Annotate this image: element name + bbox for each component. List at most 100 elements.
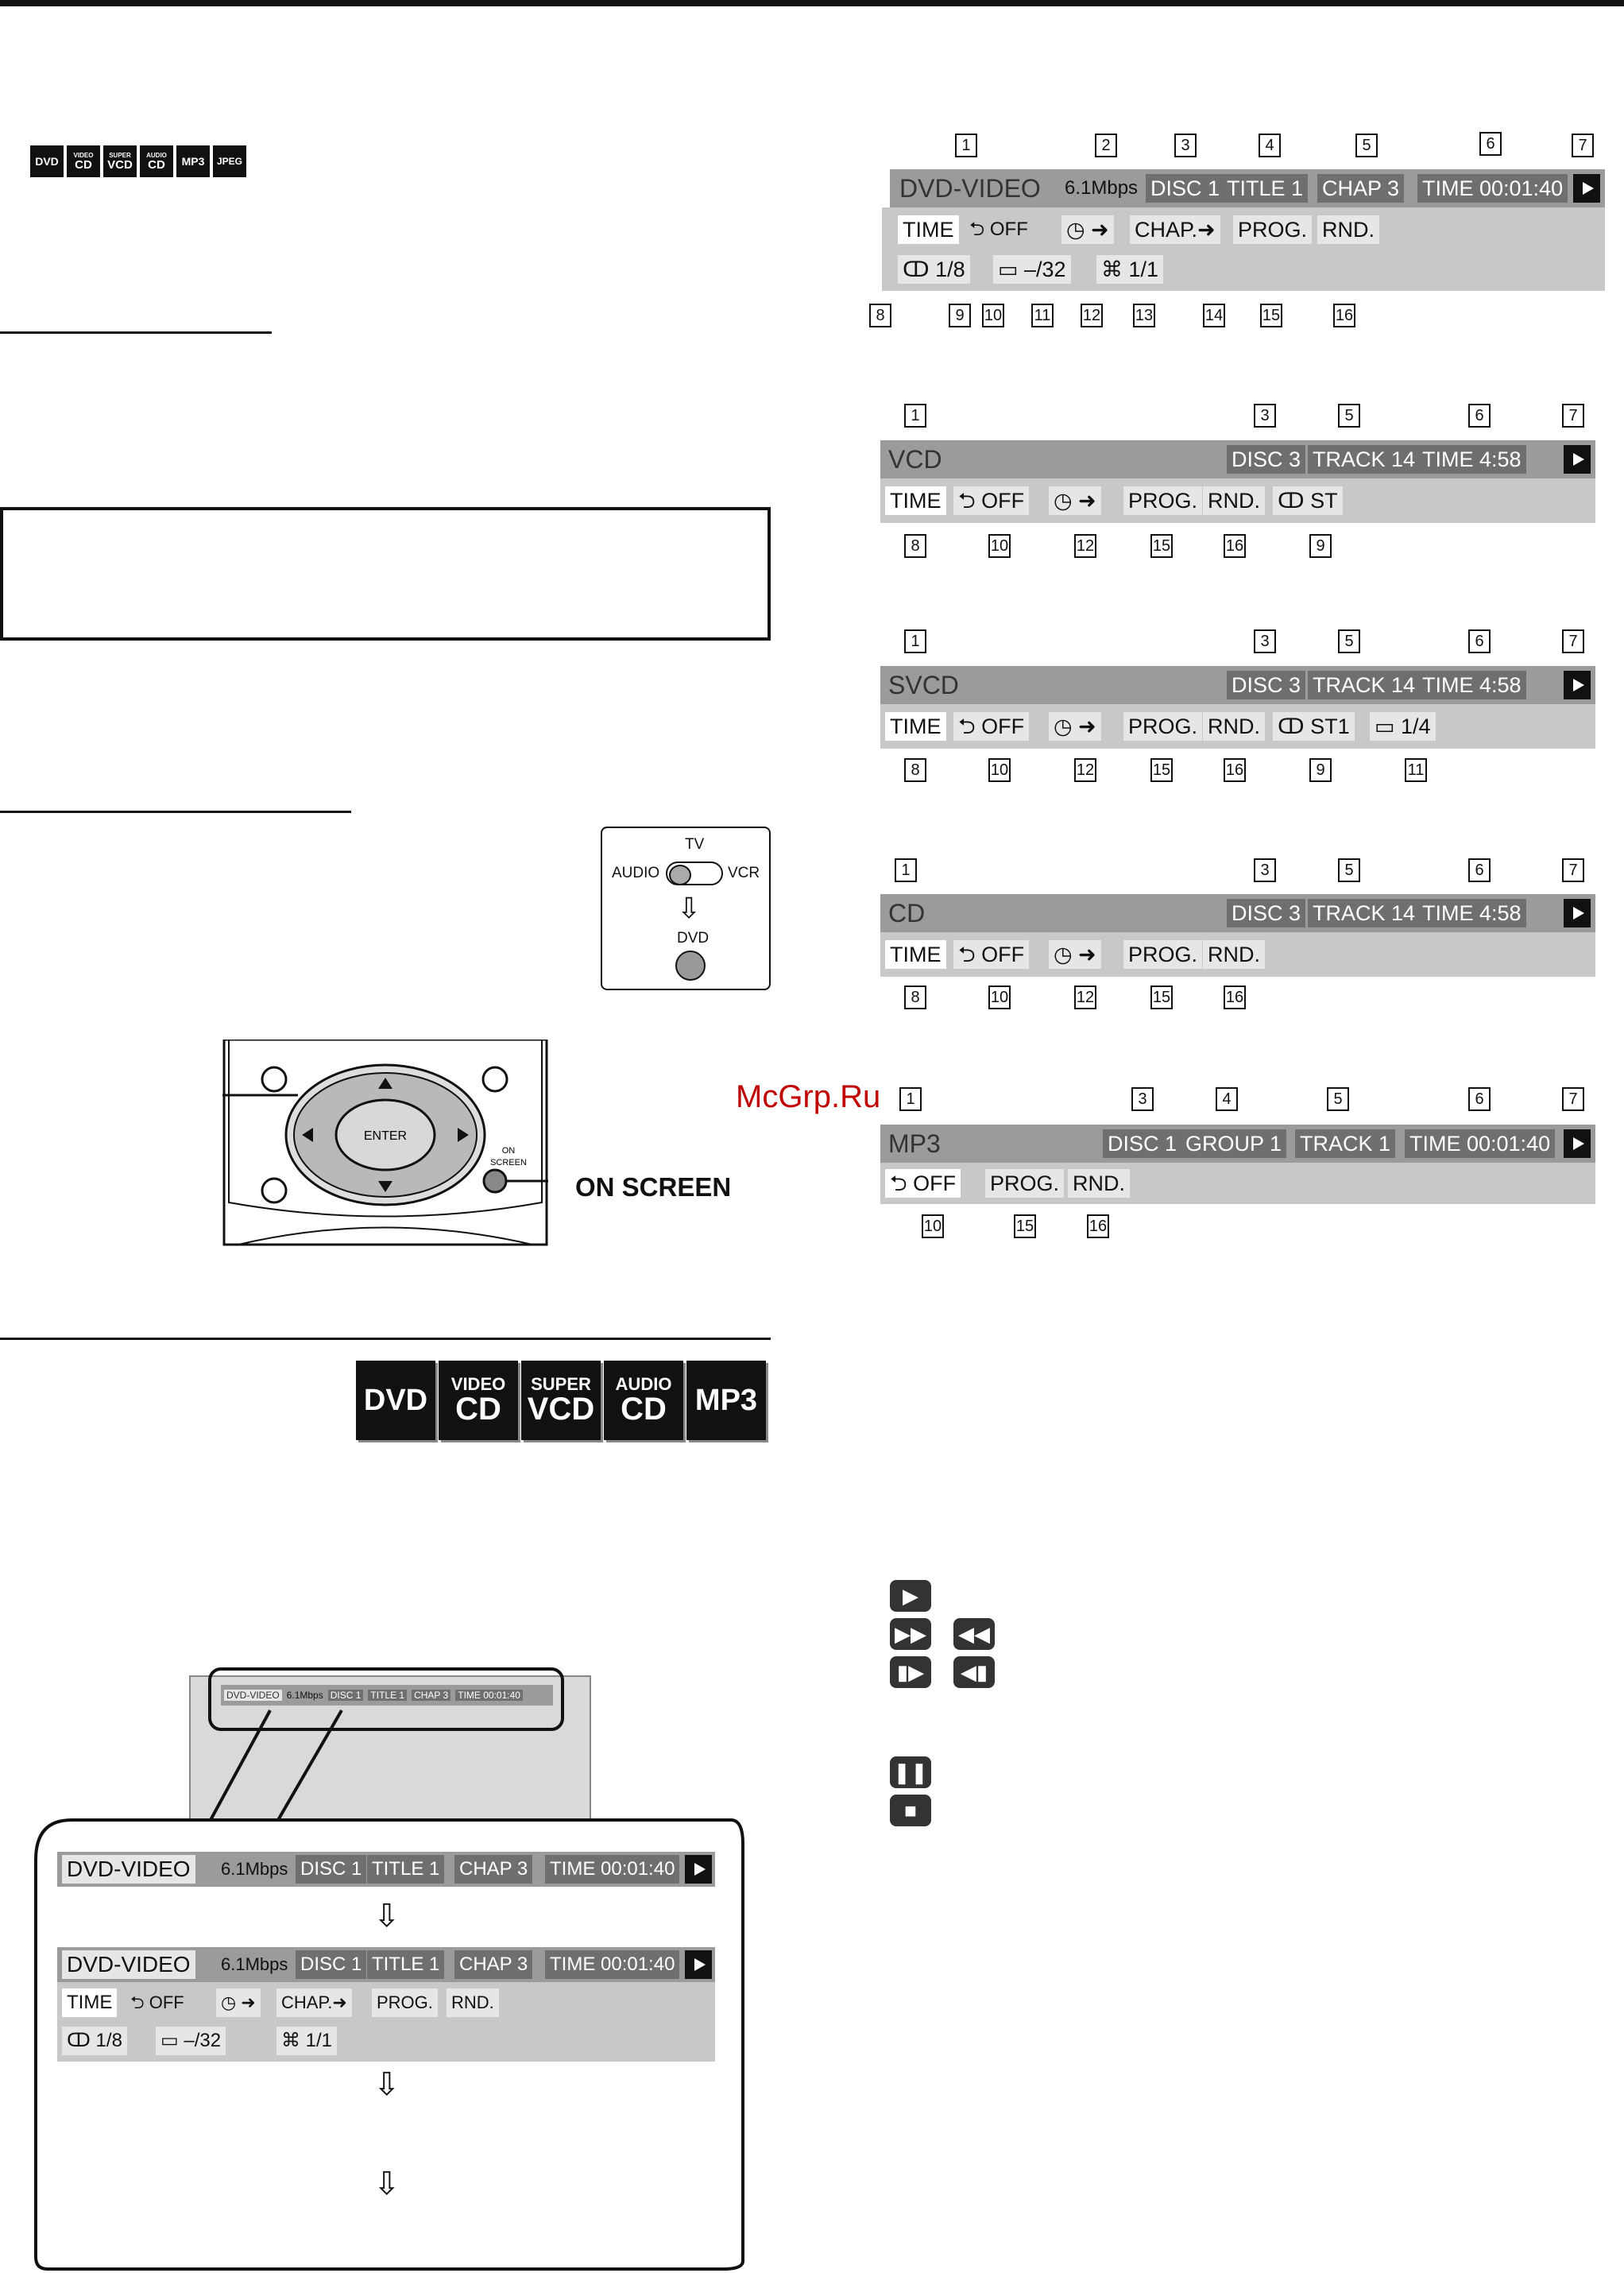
seq-arrow-1: ⇩ [373,1899,400,1934]
tv-dvd-switch-illustration: TV AUDIO VCR ⇩ DVD [601,827,771,990]
callout-13: 13 [1133,304,1155,327]
watermark: McGrp.Ru [736,1079,881,1114]
badge-dvd-large: DVD [356,1361,435,1440]
osd-svcd-status: SVCD DISC 3 TRACK 14 TIME 4:58 [880,666,1595,704]
remote-control-illustration: ENTER ON SCREEN [222,1040,548,1246]
callout-12: 12 [1074,534,1096,558]
callout-11: 11 [1031,304,1054,327]
callout-15: 15 [1014,1214,1036,1238]
fast-forward-icon: ▶▶ [890,1618,931,1650]
callout-15: 15 [1150,534,1173,558]
pause-icon: ❚❚ [890,1756,931,1788]
callout-7: 7 [1562,404,1584,428]
callout-6: 6 [1468,629,1491,653]
seq-osd-1: DVD-VIDEO 6.1Mbps DISC 1 TITLE 1 CHAP 3 … [57,1852,715,1887]
callout-7: 7 [1572,134,1594,157]
badge-dvd: DVD [30,145,64,177]
osd-vcd-status: VCD DISC 3 TRACK 14 TIME 4:58 [880,440,1595,478]
callout-10: 10 [922,1214,944,1238]
callout-6: 6 [1468,1087,1491,1111]
callout-4: 4 [1259,134,1281,157]
callout-1: 1 [904,404,926,428]
callout-10: 10 [988,534,1011,558]
callout-16: 16 [1224,985,1246,1009]
switch-audio-label: AUDIO [612,865,660,881]
badge-jpeg: JPEG [213,145,246,177]
osd-vcd-panel: TIME ⮌ OFF ◷ ➜ PROG. RND. ↀ ST [880,478,1595,523]
callout-15: 15 [1260,304,1282,327]
osd-dvd-panel: TIME ⮌ OFF ◷ ➜ CHAP.➜ PROG. RND. ↀ 1/8 ▭… [882,207,1605,291]
callout-16: 16 [1087,1214,1109,1238]
play-status-icon: ▶ [890,1580,931,1612]
callout-5: 5 [1355,134,1378,157]
callout-9: 9 [949,304,971,327]
note-box [0,507,771,641]
switch-tv-label: TV [685,836,705,853]
callout-7: 7 [1562,629,1584,653]
svg-text:SCREEN: SCREEN [490,1158,527,1167]
osd-svcd-panel: TIME ⮌ OFF ◷ ➜ PROG. RND. ↀ ST1 ▭ 1/4 [880,704,1595,749]
dvd-button[interactable] [675,951,706,981]
callout-9: 9 [1309,534,1332,558]
callout-12: 12 [1074,985,1096,1009]
callout-3: 3 [1174,134,1197,157]
callout-1: 1 [904,629,926,653]
osd-cd-panel: TIME ⮌ OFF ◷ ➜ PROG. RND. [880,932,1595,977]
tv-mini-osd: DVD-VIDEO 6.1Mbps DISC 1 TITLE 1 CHAP 3 … [221,1685,553,1706]
callout-5: 5 [1338,858,1360,882]
stop-icon: ■ [890,1795,931,1826]
play-icon [1564,1129,1591,1158]
play-icon [1564,899,1591,927]
zoom-highlight [208,1667,564,1731]
seq-osd-2-panel: TIME ⮌ OFF ◷ ➜ CHAP.➜ PROG. RND. ↀ 1/8 ▭… [57,1982,715,2062]
seq-arrow-3: ⇩ [373,2167,400,2201]
callout-7: 7 [1562,858,1584,882]
svg-text:ON: ON [502,1146,516,1156]
play-icon [1564,445,1591,474]
switch-vcr-label: VCR [728,865,760,881]
osd-mp3-status: MP3 DISC 1 GROUP 1 TRACK 1 TIME 00:01:40 [880,1125,1595,1163]
badge-mp3: MP3 [176,145,210,177]
seq-arrow-2: ⇩ [373,2067,400,2102]
callout-7: 7 [1562,1087,1584,1111]
callout-6: 6 [1468,404,1491,428]
selector-switch[interactable] [666,862,723,885]
callout-8: 8 [904,534,926,558]
play-icon [685,1855,712,1884]
callout-9: 9 [1309,758,1332,782]
callout-15: 15 [1150,985,1173,1009]
play-icon [685,1950,712,1979]
callout-3: 3 [1254,629,1276,653]
callout-16: 16 [1224,758,1246,782]
callout-3: 3 [1131,1087,1154,1111]
callout-12: 12 [1074,758,1096,782]
callout-5: 5 [1338,404,1360,428]
play-icon [1573,174,1600,203]
down-arrow-icon: ⇩ [677,892,702,924]
callout-6: 6 [1479,132,1502,156]
callout-3: 3 [1254,858,1276,882]
callout-6: 6 [1468,858,1491,882]
callout-8: 8 [869,304,891,327]
callout-10: 10 [988,758,1011,782]
callout-8: 8 [904,985,926,1009]
switch-dvd-label: DVD [677,930,710,947]
callout-1: 1 [895,858,917,882]
callout-1: 1 [899,1087,922,1111]
callout-5: 5 [1327,1087,1349,1111]
osd-mp3-panel: ⮌ OFF PROG. RND. [880,1163,1595,1204]
callout-4: 4 [1216,1087,1238,1111]
callout-15: 15 [1150,758,1173,782]
callout-11: 11 [1405,758,1427,782]
badge-mp3-large: MP3 [686,1361,766,1440]
osd-dvd-status: DVD-VIDEO 6.1Mbps DISC 1 TITLE 1 CHAP 3 … [890,169,1605,207]
fast-reverse-icon: ◀◀ [953,1618,995,1650]
on-screen-callout: ON SCREEN [575,1172,732,1202]
